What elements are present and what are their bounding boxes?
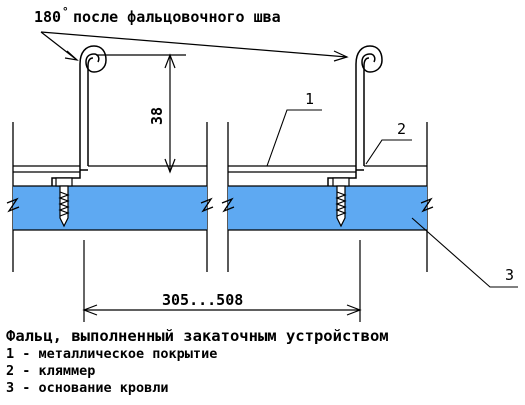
legend-item-3: 3 - основание кровли <box>6 380 169 396</box>
top-label-degree-symbol: ° <box>62 5 69 18</box>
top-label-text: после фальцовочного шва <box>73 8 281 26</box>
label-pointers <box>40 31 349 62</box>
width-dimension-label: 305...508 <box>162 291 243 309</box>
insulation-layer-left <box>13 186 207 230</box>
legend-item-2: 2 - кляммер <box>6 363 96 379</box>
legend: Фальц, выполненный закаточным устройство… <box>6 326 521 397</box>
width-dimension <box>82 240 362 322</box>
legend-item-1: 1 - металлическое покрытие <box>6 346 218 362</box>
callout-2: 2 <box>397 120 406 138</box>
roof-sheets <box>13 165 427 173</box>
height-dimension <box>96 53 186 174</box>
callout-3: 3 <box>505 266 514 284</box>
break-marks <box>6 197 434 213</box>
standing-seam-right <box>355 45 383 172</box>
top-label-degree-number: 180 <box>34 8 61 26</box>
screw-right <box>332 177 350 228</box>
insulation-layer-right <box>228 186 427 230</box>
standing-seam-left <box>79 45 107 172</box>
callout-1: 1 <box>305 90 314 108</box>
screw-left <box>55 177 73 228</box>
callout-leaders <box>266 109 518 288</box>
legend-title: Фальц, выполненный закаточным устройство… <box>6 327 389 345</box>
height-dimension-label: 38 <box>148 107 166 125</box>
